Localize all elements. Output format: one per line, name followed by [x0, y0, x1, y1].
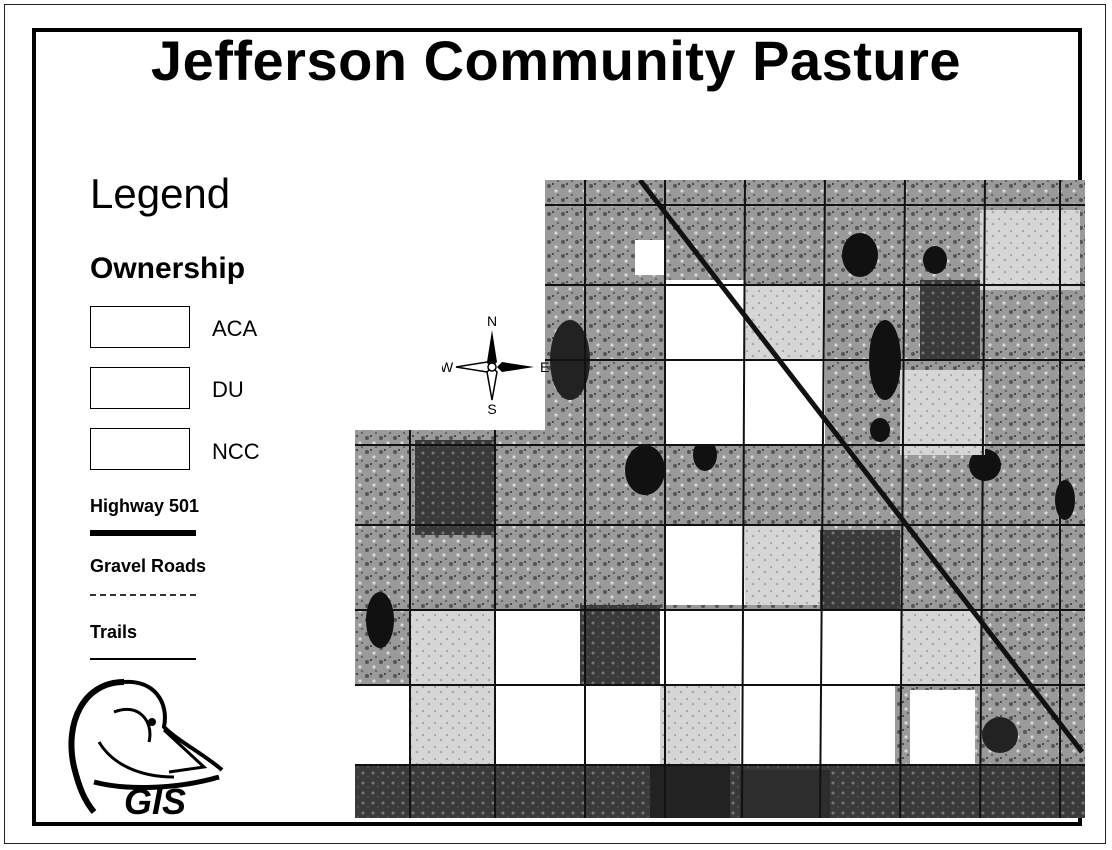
compass-w: W: [442, 359, 454, 375]
legend-line-highway: [90, 530, 196, 536]
compass-n: N: [487, 313, 497, 329]
legend-label-ncc: NCC: [212, 439, 260, 464]
legend-label-gravel: Gravel Roads: [90, 556, 207, 576]
ducks-unlimited-gis-logo: GIS: [68, 679, 224, 822]
legend-swatch-aca: [90, 306, 190, 348]
highway-501-line: [638, 180, 1084, 754]
legend-label-highway: Highway 501: [90, 496, 200, 516]
map-title: Jefferson Community Pasture: [150, 29, 962, 92]
legend-label-trails: Trails: [90, 622, 138, 642]
compass-rose-icon: N S E W: [442, 313, 549, 417]
page-frame: [4, 4, 1106, 844]
legend-swatch-ncc: [90, 428, 190, 470]
ownership-heading: Ownership: [90, 252, 246, 285]
compass-s: S: [487, 401, 496, 417]
logo-gis-text: GIS: [124, 781, 186, 822]
legend-line-trails: [90, 658, 196, 660]
legend-swatch-du: [90, 367, 190, 409]
legend-label-du: DU: [212, 377, 244, 402]
legend-title: Legend: [90, 170, 231, 217]
compass-e: E: [540, 359, 549, 375]
legend-line-gravel: [90, 594, 196, 596]
legend-label-aca: ACA: [212, 316, 258, 341]
